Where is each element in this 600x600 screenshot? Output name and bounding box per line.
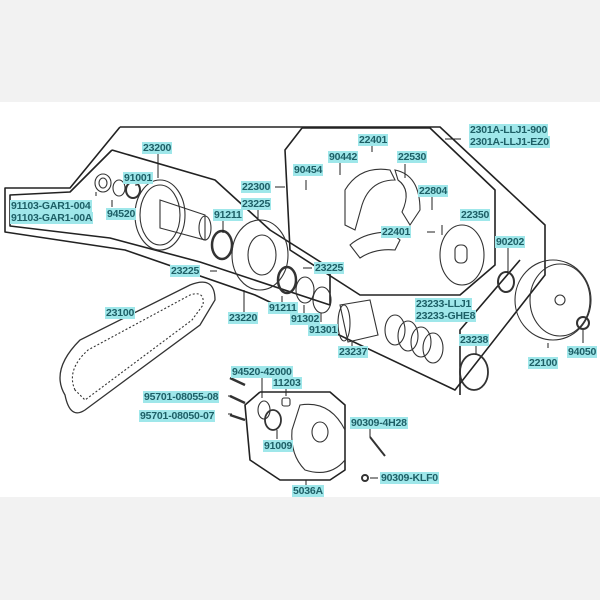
outer-assembly-frame <box>4 126 546 391</box>
part-label[interactable]: 94520-42000 <box>231 366 293 378</box>
collar-end <box>337 304 351 342</box>
nut-90202 <box>497 271 515 293</box>
circlip-94520 <box>112 179 126 197</box>
drive-shaft-end <box>198 215 212 241</box>
part-label[interactable]: 2301A-LLJ1-EZ0 <box>469 136 550 148</box>
seat-23238 <box>459 353 489 391</box>
part-label[interactable]: 91009 <box>263 440 294 452</box>
clutch-shoe-upper <box>344 168 396 231</box>
part-label[interactable]: 22401 <box>358 134 389 146</box>
part-label[interactable]: 23237 <box>338 346 369 358</box>
part-label[interactable]: 91103-GAR1-004 <box>10 200 92 212</box>
clutch-shoe-lower <box>349 231 401 259</box>
pulley-subframe <box>9 149 331 306</box>
part-label[interactable]: 23200 <box>142 142 173 154</box>
movable-face-hub <box>247 234 277 276</box>
bolt-95701-08055-08-b <box>229 394 246 405</box>
seal-91211-bottom <box>276 265 298 295</box>
drum-center <box>554 294 566 306</box>
clutch-shoe-right <box>394 169 421 227</box>
spring-coil-3 <box>410 326 432 358</box>
part-label[interactable]: 91211 <box>268 302 298 314</box>
part-label[interactable]: 90202 <box>495 236 526 248</box>
part-label[interactable]: 95701-08055-08 <box>143 391 220 403</box>
part-label[interactable]: 94520 <box>106 208 137 220</box>
part-label[interactable]: 23225 <box>314 262 345 274</box>
part-label[interactable]: 91211 <box>213 209 243 221</box>
bearing-91009 <box>264 409 282 431</box>
clutch-drum-face <box>529 263 591 337</box>
clutch-subframe <box>284 127 496 296</box>
bolt-90309-4h28 <box>369 436 386 457</box>
bolt-90309-klf0 <box>361 474 369 482</box>
part-label[interactable]: 91001 <box>123 172 154 184</box>
drive-face-rim <box>139 184 181 246</box>
part-label[interactable]: 22530 <box>397 151 428 163</box>
cover-subframe <box>244 391 346 481</box>
part-label[interactable]: 90309-KLF0 <box>380 472 439 484</box>
part-label[interactable]: 22350 <box>460 209 491 221</box>
part-label[interactable]: 90454 <box>293 164 324 176</box>
part-label[interactable]: 22100 <box>528 357 559 369</box>
part-label[interactable]: 23220 <box>228 312 259 324</box>
part-label[interactable]: 23233-LLJ1 <box>415 298 473 310</box>
drive-shaft <box>159 199 206 241</box>
part-label[interactable]: 23238 <box>459 334 490 346</box>
part-label[interactable]: 5036A <box>292 485 324 497</box>
part-label[interactable]: 11203 <box>272 377 302 389</box>
part-label[interactable]: 23225 <box>241 198 272 210</box>
bolt-95701-08050-07 <box>229 413 246 422</box>
part-label[interactable]: 23100 <box>105 307 136 319</box>
circlip-94520-42000 <box>257 400 271 420</box>
part-label[interactable]: 90309-4H28 <box>350 417 408 429</box>
cover-5036a <box>291 403 346 473</box>
part-label[interactable]: 22300 <box>241 181 272 193</box>
part-label[interactable]: 95701-08050-07 <box>139 410 216 422</box>
part-label[interactable]: 2301A-LLJ1-900 <box>469 124 549 136</box>
clutch-plate-22350 <box>439 224 485 286</box>
drive-belt-23100 <box>59 281 216 414</box>
part-label[interactable]: 91302 <box>290 313 321 325</box>
oring-91301 <box>312 286 332 314</box>
part-label[interactable]: 23233-GHE8 <box>415 310 477 322</box>
nut-94050 <box>576 316 590 330</box>
oring-91302 <box>295 276 315 304</box>
part-label[interactable]: 23225 <box>170 265 201 277</box>
part-label[interactable]: 90442 <box>328 151 359 163</box>
drive-belt-teeth <box>71 293 204 401</box>
part-label[interactable]: 94050 <box>567 346 598 358</box>
part-label[interactable]: 91103-GAR1-00A <box>10 212 94 224</box>
plate-slot <box>454 244 468 264</box>
bearing-91103 <box>94 173 112 193</box>
bearing-inner <box>98 177 108 189</box>
drum-frame-edge <box>459 259 521 395</box>
part-label[interactable]: 91301 <box>308 324 339 336</box>
spring-coil-4 <box>422 332 444 364</box>
clutch-drum-22100 <box>514 259 592 341</box>
dowel-11203 <box>281 397 291 407</box>
cover-boss <box>311 421 329 443</box>
spring-coil-1 <box>384 314 406 346</box>
part-label[interactable]: 22401 <box>381 226 412 238</box>
seal-91211-top <box>210 229 234 261</box>
bolt-95701-08055-08-a <box>229 376 246 387</box>
collar-23237 <box>339 299 379 343</box>
spring-coil-2 <box>397 320 419 352</box>
part-label[interactable]: 22804 <box>418 185 449 197</box>
bearing-91001 <box>125 181 141 199</box>
movable-face-23220 <box>231 219 289 291</box>
